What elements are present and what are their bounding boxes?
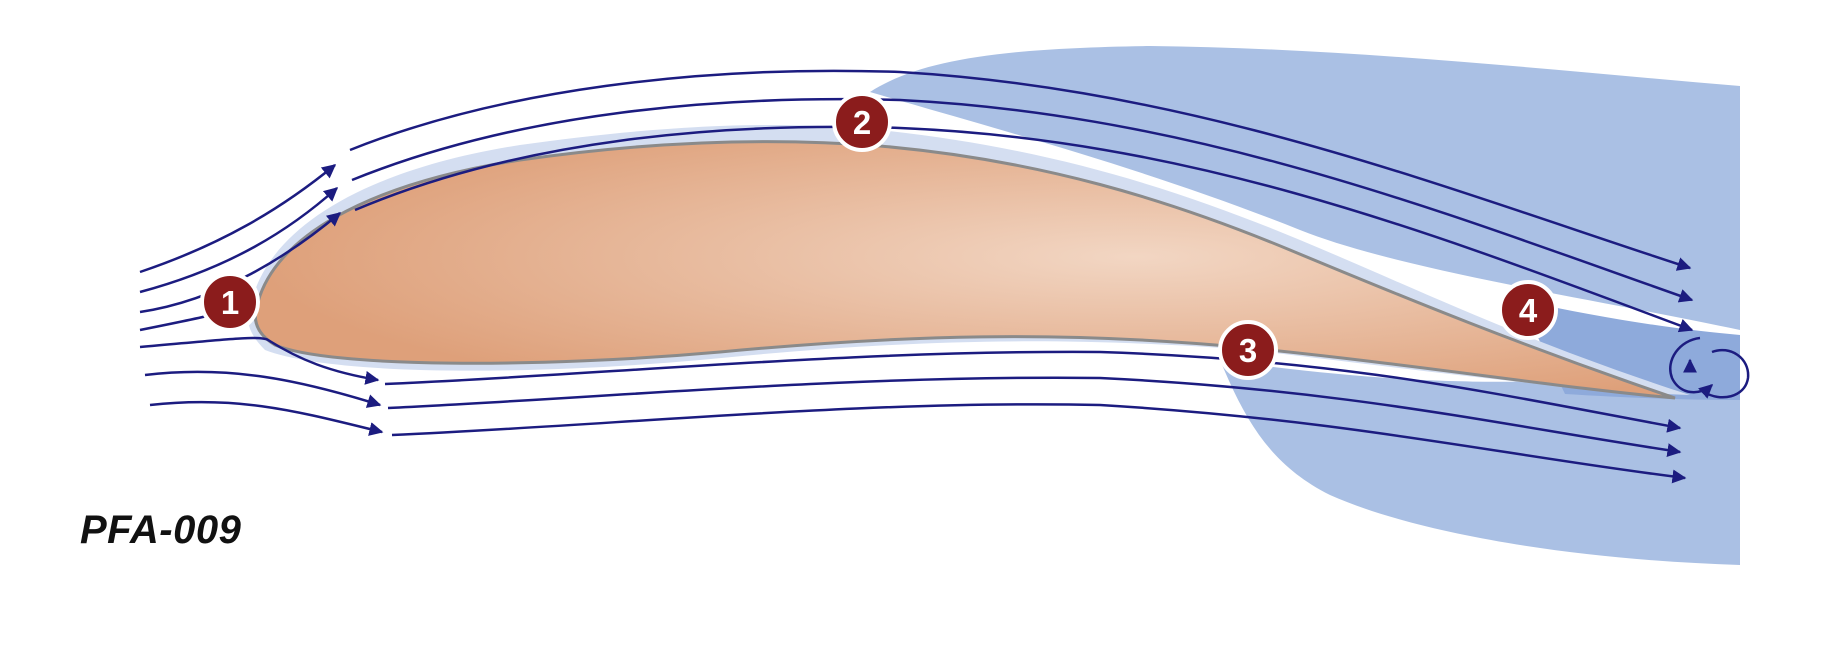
streamline: [139, 187, 339, 294]
streamline: [139, 164, 337, 274]
marker-2: 2: [832, 92, 892, 152]
upper-shade-region: [870, 46, 1740, 565]
marker-3: 3: [1218, 320, 1278, 380]
svg-text:4: 4: [1519, 292, 1538, 329]
svg-text:2: 2: [853, 104, 871, 141]
svg-text:3: 3: [1239, 332, 1257, 369]
streamline: [387, 376, 1682, 458]
marker-1: 1: [200, 272, 260, 332]
streamline: [149, 400, 384, 436]
vortex-icon: [1669, 336, 1750, 399]
marker-4: 4: [1498, 280, 1558, 340]
streamline: [349, 69, 1692, 271]
streamline: [139, 212, 342, 314]
streamline: [354, 125, 1694, 333]
streamline: [144, 370, 382, 408]
streamline: [391, 403, 1687, 484]
lower-streamlines: [139, 336, 1687, 484]
airfoil: [253, 140, 1676, 400]
figure-label: PFA-009: [80, 508, 242, 552]
streamline: [351, 97, 1694, 303]
streamline: [139, 336, 380, 385]
streamline: [384, 350, 1682, 433]
svg-text:1: 1: [221, 284, 239, 321]
